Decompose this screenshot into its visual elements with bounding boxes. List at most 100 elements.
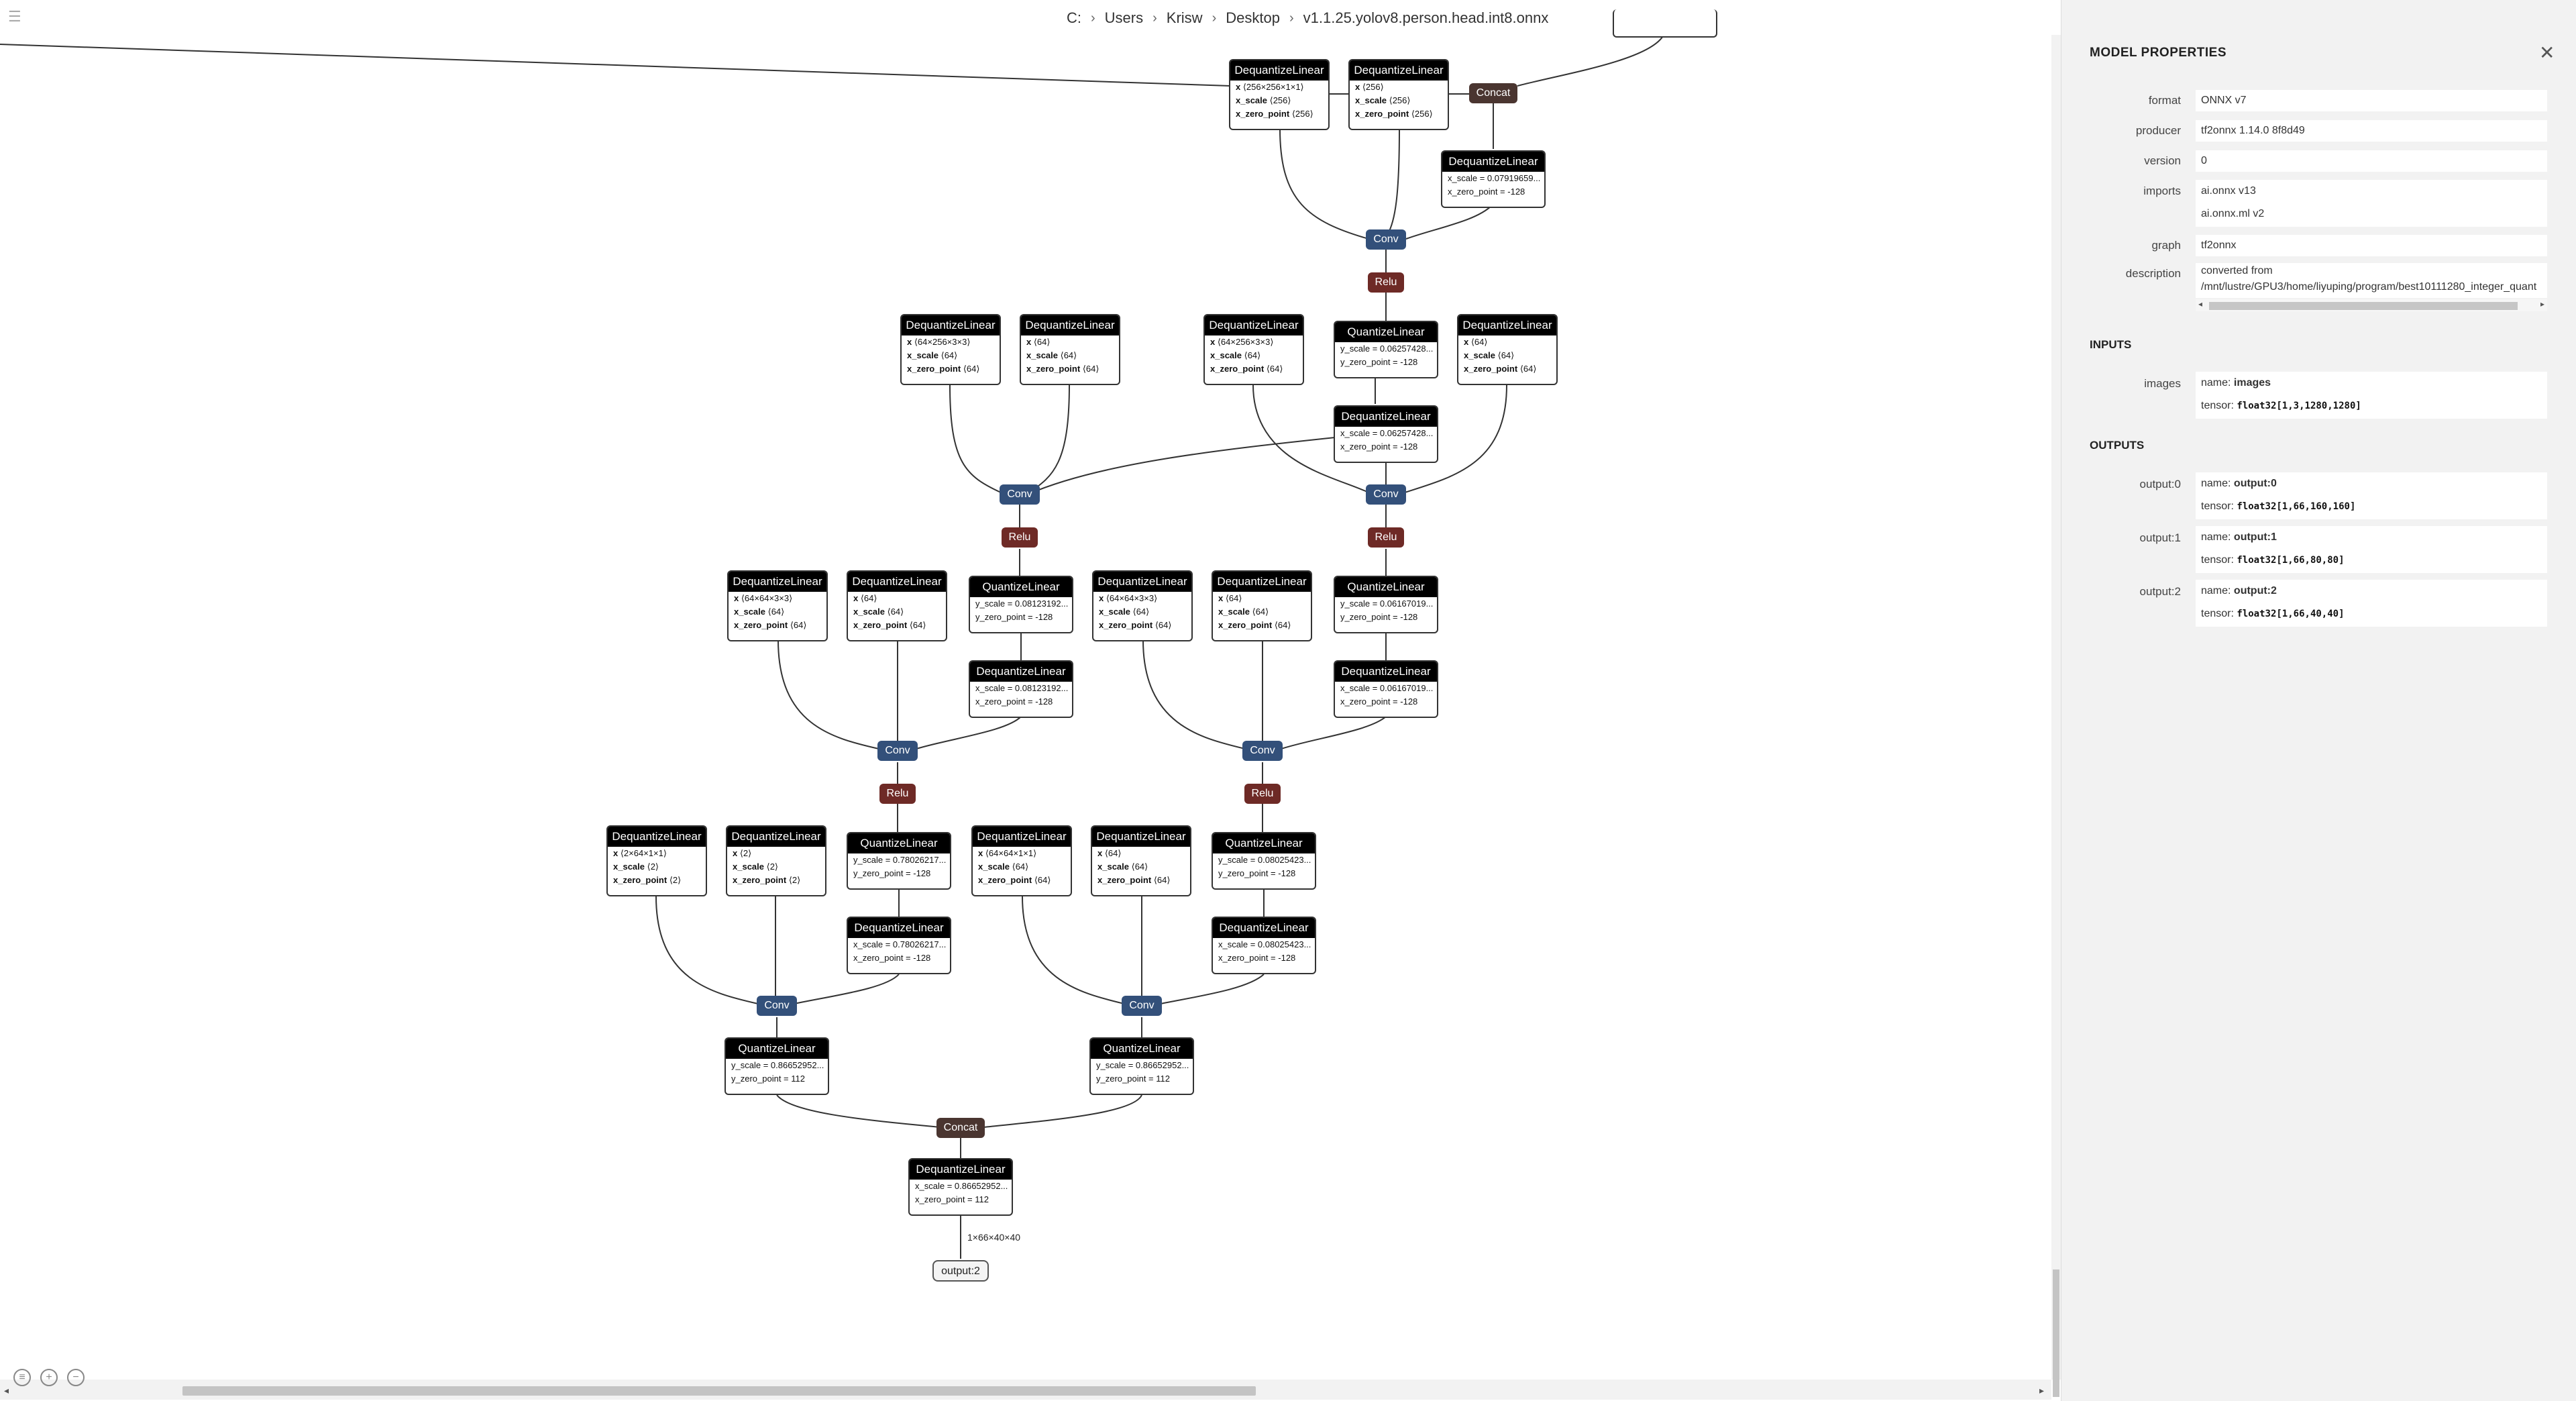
- breadcrumb-user[interactable]: Krisw: [1166, 9, 1203, 26]
- dequantize-node[interactable]: DequantizeLinear x ⟨256×256×1×1⟩ x_scale…: [1229, 59, 1330, 130]
- zoom-in-icon[interactable]: +: [40, 1369, 58, 1386]
- output-value[interactable]: name: output:1 tensor: float32[1,66,80,8…: [2196, 526, 2547, 573]
- breadcrumb-desktop[interactable]: Desktop: [1226, 9, 1280, 26]
- quantize-node[interactable]: QuantizeLinear y_scale = 0.86652952... y…: [1089, 1037, 1194, 1095]
- breadcrumb-users[interactable]: Users: [1104, 9, 1144, 26]
- quantize-node[interactable]: QuantizeLinear y_scale = 0.78026217... y…: [847, 832, 951, 890]
- dequantize-node[interactable]: DequantizeLinear x_scale = 0.08123192...…: [969, 660, 1073, 718]
- conv-op[interactable]: Conv: [1242, 741, 1283, 761]
- attr-value: ⟨256⟩: [1389, 95, 1411, 105]
- scrollbar-thumb[interactable]: [2053, 1269, 2059, 1397]
- scroll-left-icon[interactable]: ◂: [4, 1385, 9, 1396]
- tensor-prefix: tensor:: [2201, 608, 2234, 619]
- dequantize-node[interactable]: DequantizeLinear x ⟨64×64×1×1⟩ x_scale ⟨…: [971, 825, 1072, 896]
- description-scrollbar[interactable]: ◂ ▸: [2196, 299, 2547, 311]
- relu-op[interactable]: Relu: [1244, 784, 1281, 804]
- attr-value: y_zero_point = -128: [975, 612, 1053, 622]
- dequantize-node[interactable]: DequantizeLinear x_scale = 0.08025423...…: [1212, 917, 1316, 974]
- output-label: output:0: [2139, 478, 2181, 490]
- scrollbar-thumb[interactable]: [2209, 302, 2518, 310]
- attr-key: x: [1236, 82, 1241, 92]
- dequantize-node[interactable]: DequantizeLinear x ⟨2⟩ x_scale ⟨2⟩ x_zer…: [726, 825, 826, 896]
- dequantize-node[interactable]: DequantizeLinear x ⟨64⟩ x_scale ⟨64⟩ x_z…: [1091, 825, 1191, 896]
- output-value[interactable]: name: output:0 tensor: float32[1,66,160,…: [2196, 472, 2547, 519]
- scroll-left-icon[interactable]: ◂: [2198, 299, 2203, 309]
- dequantize-node[interactable]: DequantizeLinear x ⟨64×256×3×3⟩ x_scale …: [1203, 314, 1304, 385]
- relu-op[interactable]: Relu: [1368, 527, 1404, 548]
- node-header: DequantizeLinear: [727, 827, 825, 847]
- dequantize-node[interactable]: DequantizeLinear x_scale = 0.07919659...…: [1441, 150, 1546, 208]
- scroll-right-icon[interactable]: ▸: [2540, 299, 2544, 309]
- concat-op[interactable]: Concat: [1469, 83, 1517, 103]
- output-value[interactable]: name: output:2 tensor: float32[1,66,40,4…: [2196, 580, 2547, 627]
- relu-op[interactable]: Relu: [879, 784, 916, 804]
- dequantize-node[interactable]: DequantizeLinear x ⟨64×256×3×3⟩ x_scale …: [900, 314, 1001, 385]
- dequantize-node[interactable]: DequantizeLinear x ⟨2×64×1×1⟩ x_scale ⟨2…: [606, 825, 707, 896]
- conv-op[interactable]: Conv: [1122, 996, 1162, 1016]
- output-tensor: float32[1,66,80,80]: [2237, 555, 2345, 566]
- dequantize-node[interactable]: DequantizeLinear x_scale = 0.06257428...…: [1334, 405, 1438, 463]
- quantize-node[interactable]: QuantizeLinear y_scale = 0.06167019... y…: [1334, 576, 1438, 633]
- dequantize-node[interactable]: DequantizeLinear x ⟨64⟩ x_scale ⟨64⟩ x_z…: [1457, 314, 1558, 385]
- node-header: DequantizeLinear: [1213, 572, 1311, 592]
- attr-key: x: [1218, 593, 1224, 603]
- output-node[interactable]: output:2: [932, 1260, 989, 1282]
- node-header: DequantizeLinear: [973, 827, 1071, 847]
- breadcrumb: C: › Users › Krisw › Desktop › v1.1.25.y…: [1067, 8, 1548, 28]
- dequantize-node[interactable]: DequantizeLinear x_scale = 0.78026217...…: [847, 917, 951, 974]
- attr-key: x_zero_point: [1236, 109, 1290, 119]
- dequantize-node[interactable]: DequantizeLinear x ⟨64×64×3×3⟩ x_scale ⟨…: [1092, 570, 1193, 641]
- node-header: DequantizeLinear: [848, 572, 946, 592]
- conv-op[interactable]: Conv: [757, 996, 797, 1016]
- conv-op[interactable]: Conv: [1000, 484, 1040, 505]
- dequantize-node[interactable]: DequantizeLinear x ⟨64⟩ x_scale ⟨64⟩ x_z…: [1020, 314, 1120, 385]
- relu-op[interactable]: Relu: [1368, 272, 1404, 293]
- menu-icon[interactable]: ☰: [8, 8, 21, 25]
- breadcrumb-drive[interactable]: C:: [1067, 9, 1081, 26]
- scroll-right-icon[interactable]: ▸: [2039, 1385, 2045, 1396]
- attr-value: ⟨256⟩: [1269, 95, 1291, 105]
- zoom-fit-icon[interactable]: ≡: [13, 1369, 31, 1386]
- output-tensor: float32[1,66,160,160]: [2237, 501, 2356, 512]
- tensor-prefix: tensor:: [2201, 501, 2234, 512]
- conv-op[interactable]: Conv: [1366, 229, 1406, 250]
- attr-value: ⟨64⟩: [1470, 337, 1488, 347]
- attr-value: y_zero_point = -128: [853, 868, 931, 878]
- output-name: output:2: [2233, 585, 2277, 596]
- zoom-out-icon[interactable]: −: [67, 1369, 85, 1386]
- quantize-node[interactable]: QuantizeLinear y_scale = 0.08123192... y…: [969, 576, 1073, 633]
- attr-value: x_zero_point = -128: [853, 953, 931, 963]
- input-value[interactable]: name: images tensor: float32[1,3,1280,12…: [2196, 372, 2547, 419]
- edge: [777, 639, 879, 749]
- edge: [1387, 128, 1400, 236]
- attr-key: x_scale: [1464, 350, 1495, 360]
- node-header: DequantizeLinear: [1205, 315, 1303, 335]
- relu-op[interactable]: Relu: [1002, 527, 1038, 548]
- node-header: DequantizeLinear: [1213, 918, 1315, 938]
- dequantize-node[interactable]: DequantizeLinear x_scale = 0.86652952...…: [908, 1158, 1013, 1216]
- conv-op[interactable]: Conv: [1366, 484, 1406, 505]
- close-panel-icon[interactable]: ✕: [2539, 42, 2555, 63]
- scrollbar-thumb[interactable]: [182, 1386, 1256, 1396]
- graph-canvas[interactable]: DequantizeLinear x ⟨256×256×1×1⟩ x_scale…: [0, 0, 2051, 1401]
- offscreen-node[interactable]: [1613, 9, 1717, 38]
- dequantize-node[interactable]: DequantizeLinear x ⟨64⟩ x_scale ⟨64⟩ x_z…: [847, 570, 947, 641]
- quantize-node[interactable]: QuantizeLinear y_scale = 0.86652952... y…: [724, 1037, 829, 1095]
- breadcrumb-file[interactable]: v1.1.25.yolov8.person.head.int8.onnx: [1303, 9, 1549, 26]
- dequantize-node[interactable]: DequantizeLinear x ⟨64×64×3×3⟩ x_scale ⟨…: [727, 570, 828, 641]
- edge: [983, 1094, 1142, 1128]
- quantize-node[interactable]: QuantizeLinear y_scale = 0.08025423... y…: [1212, 832, 1316, 890]
- vertical-scrollbar[interactable]: [2051, 35, 2061, 1397]
- concat-op[interactable]: Concat: [936, 1118, 985, 1138]
- prop-label-version: version: [2144, 154, 2181, 167]
- horizontal-scrollbar[interactable]: ◂ ▸: [0, 1380, 2051, 1400]
- conv-op[interactable]: Conv: [877, 741, 918, 761]
- attr-key: x_scale: [1026, 350, 1058, 360]
- dequantize-node[interactable]: DequantizeLinear x_scale = 0.06167019...…: [1334, 660, 1438, 718]
- attr-key: x: [1355, 82, 1360, 92]
- quantize-node[interactable]: QuantizeLinear y_scale = 0.06257428... y…: [1334, 321, 1438, 378]
- dequantize-node[interactable]: DequantizeLinear x ⟨64⟩ x_scale ⟨64⟩ x_z…: [1212, 570, 1312, 641]
- dequantize-node[interactable]: DequantizeLinear x ⟨256⟩ x_scale ⟨256⟩ x…: [1348, 59, 1449, 130]
- attr-key: x_scale: [1236, 95, 1267, 105]
- attr-value: x_scale = 0.08123192...: [975, 683, 1069, 693]
